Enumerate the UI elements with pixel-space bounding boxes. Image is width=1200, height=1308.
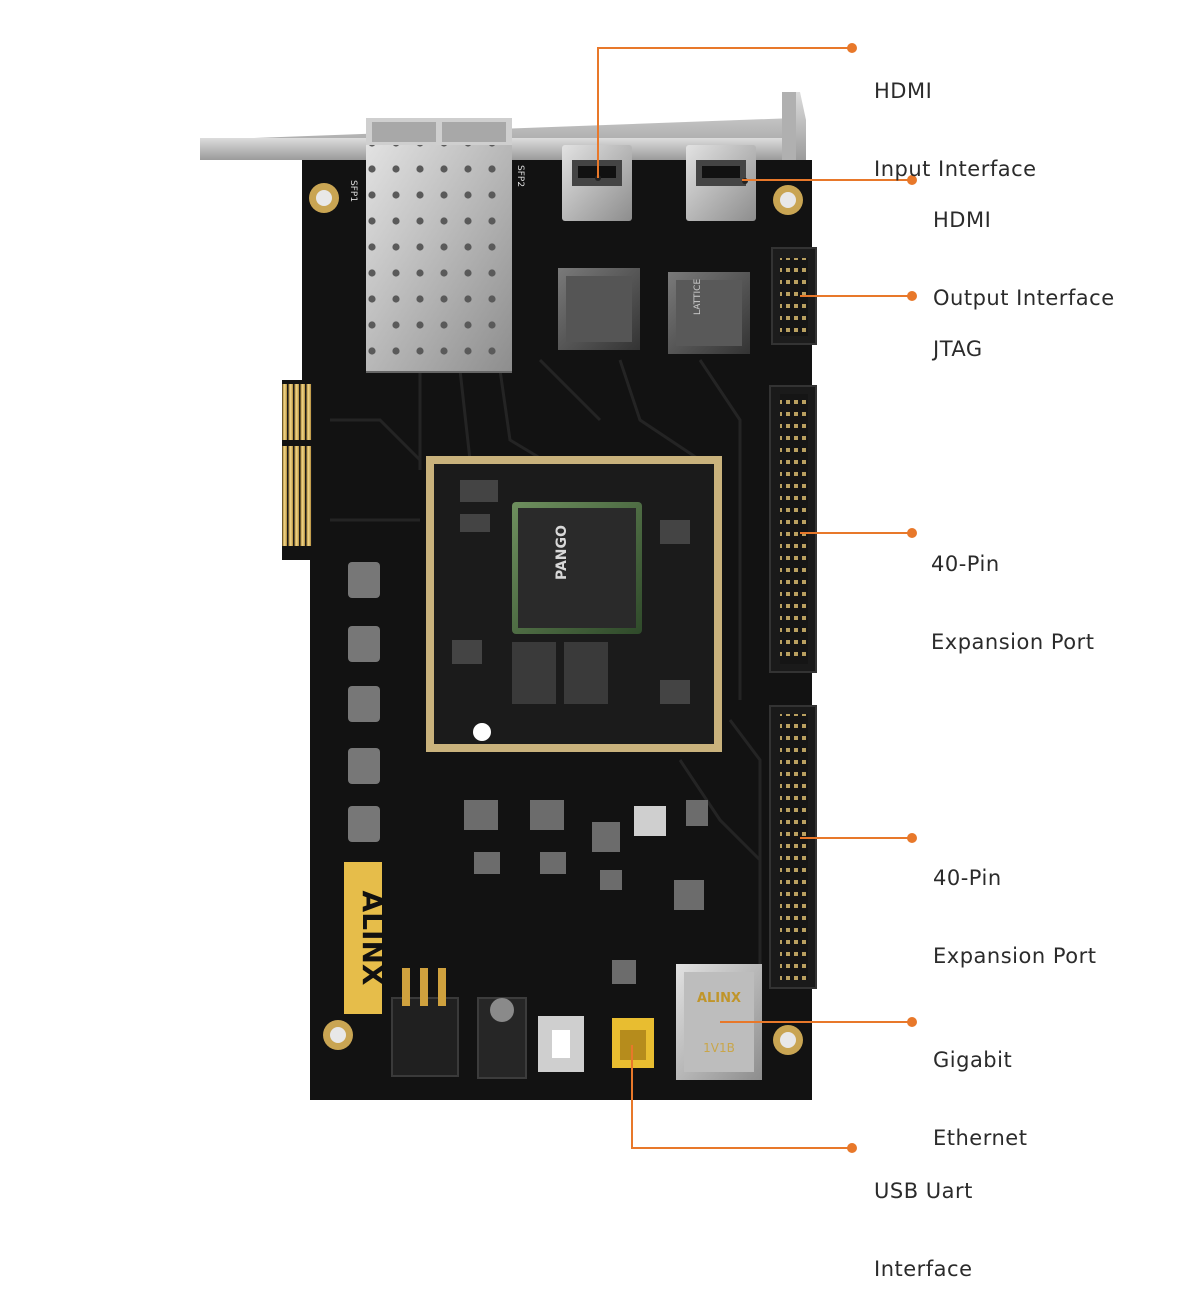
expansion-header-1: [769, 385, 817, 673]
pango-label: PANGO: [554, 525, 570, 580]
product-diagram: SFP1 SFP2 LATTICE: [200, 26, 1115, 1281]
power-section: [464, 800, 708, 984]
callout-leader-lines: [597, 47, 912, 1149]
expansion-header-2: [769, 705, 817, 989]
label-expansion-1-line2: Expansion Port: [931, 630, 1095, 654]
hdmi-output-connector: [686, 145, 756, 221]
label-ethernet-line2: Ethernet: [933, 1126, 1028, 1150]
ethernet-model: 1V1B: [703, 1041, 735, 1055]
silk-sfp2: SFP2: [515, 165, 525, 187]
label-ethernet-line1: Gigabit: [933, 1048, 1013, 1072]
power-switch-2: [538, 1016, 584, 1072]
lattice-cpld-chip: LATTICE: [668, 272, 750, 354]
label-hdmi-input: HDMI Input Interface: [874, 26, 1037, 208]
power-switch: [391, 968, 459, 1077]
push-buttons: [348, 562, 380, 842]
silk-sfp1: SFP1: [348, 180, 358, 202]
leader-usb-uart: [631, 1045, 852, 1149]
fpga-core-module: PANGO: [426, 456, 722, 752]
label-jtag-line1: JTAG: [933, 337, 983, 361]
label-ethernet: Gigabit Ethernet: [933, 995, 1027, 1177]
pcie-gold-fingers-2: [282, 446, 312, 546]
label-expansion-2: 40-Pin Expansion Port: [933, 813, 1096, 995]
ethernet-jack: ALINX 1V1B: [676, 964, 762, 1080]
label-hdmi-output: HDMI Output Interface: [933, 155, 1115, 337]
hdmi-receiver-chip: [558, 268, 640, 350]
ethernet-brand: ALINX: [697, 991, 741, 1006]
label-usb-uart: USB Uart Interface: [874, 1126, 973, 1308]
label-hdmi-output-line2: Output Interface: [933, 286, 1115, 310]
sfp-cage: [366, 118, 512, 373]
label-hdmi-input-line1: HDMI: [874, 79, 933, 103]
mounting-holes: [309, 183, 803, 1055]
label-jtag: JTAG: [933, 284, 983, 388]
label-usb-uart-line1: USB Uart: [874, 1179, 973, 1203]
label-expansion-1-line1: 40-Pin: [931, 552, 1000, 576]
pcie-gold-fingers-1: [282, 384, 312, 440]
label-hdmi-output-line1: HDMI: [933, 208, 992, 232]
label-expansion-1: 40-Pin Expansion Port: [931, 499, 1094, 681]
label-hdmi-input-line2: Input Interface: [874, 157, 1037, 181]
alinx-logo: ALINX: [344, 862, 389, 1014]
lattice-label: LATTICE: [693, 279, 703, 315]
fpga-board-photo: SFP1 SFP2 LATTICE: [200, 43, 917, 1153]
leader-hdmi-input: [597, 47, 852, 178]
callout-dots: [847, 43, 917, 1153]
label-expansion-2-line1: 40-Pin: [933, 866, 1002, 890]
label-expansion-2-line2: Expansion Port: [933, 944, 1097, 968]
alinx-logo-text: ALINX: [356, 891, 389, 986]
label-usb-uart-line2: Interface: [874, 1257, 973, 1281]
dc-power-jack: [477, 997, 527, 1079]
